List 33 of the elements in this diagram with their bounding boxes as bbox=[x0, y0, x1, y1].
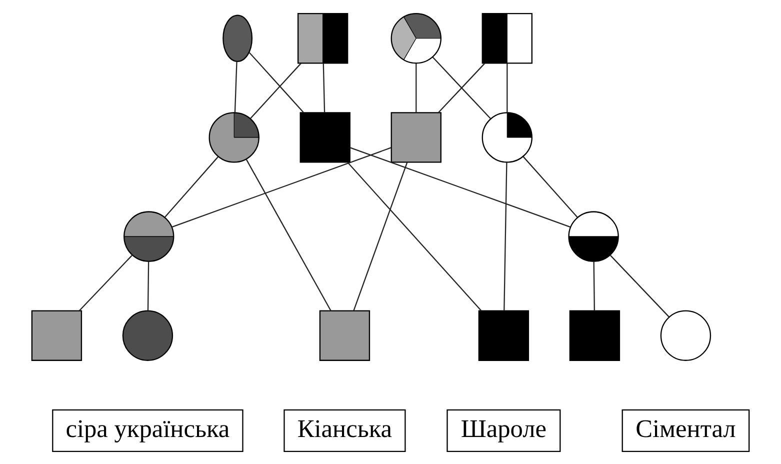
connector bbox=[246, 158, 332, 311]
connector bbox=[504, 162, 508, 310]
node-box bbox=[390, 112, 442, 162]
connector bbox=[416, 62, 417, 112]
connector bbox=[322, 62, 326, 112]
node-leaf bbox=[222, 14, 253, 62]
connector bbox=[172, 146, 392, 228]
node-circle bbox=[660, 310, 712, 360]
connector bbox=[350, 146, 571, 228]
connector bbox=[353, 162, 408, 310]
node-box: Шароле bbox=[446, 408, 561, 452]
connector bbox=[438, 62, 486, 113]
connector bbox=[248, 52, 304, 112]
connector bbox=[522, 156, 578, 218]
node-box bbox=[319, 310, 370, 360]
connector bbox=[347, 162, 482, 311]
node-circle bbox=[122, 310, 174, 360]
connector bbox=[610, 254, 670, 317]
connector bbox=[147, 261, 150, 310]
node-box: Кіанська bbox=[284, 408, 406, 452]
node-box bbox=[300, 112, 350, 162]
connector bbox=[432, 56, 491, 119]
node-box bbox=[478, 310, 530, 360]
connector bbox=[234, 60, 238, 112]
connector bbox=[78, 254, 132, 311]
node-box: сіра українська bbox=[52, 408, 244, 452]
node-box: Сіментал bbox=[622, 408, 750, 452]
connector bbox=[593, 261, 595, 310]
node-box bbox=[31, 310, 82, 360]
node-box bbox=[569, 310, 620, 360]
connector bbox=[506, 62, 508, 112]
connector bbox=[250, 62, 302, 118]
connector bbox=[164, 156, 218, 218]
